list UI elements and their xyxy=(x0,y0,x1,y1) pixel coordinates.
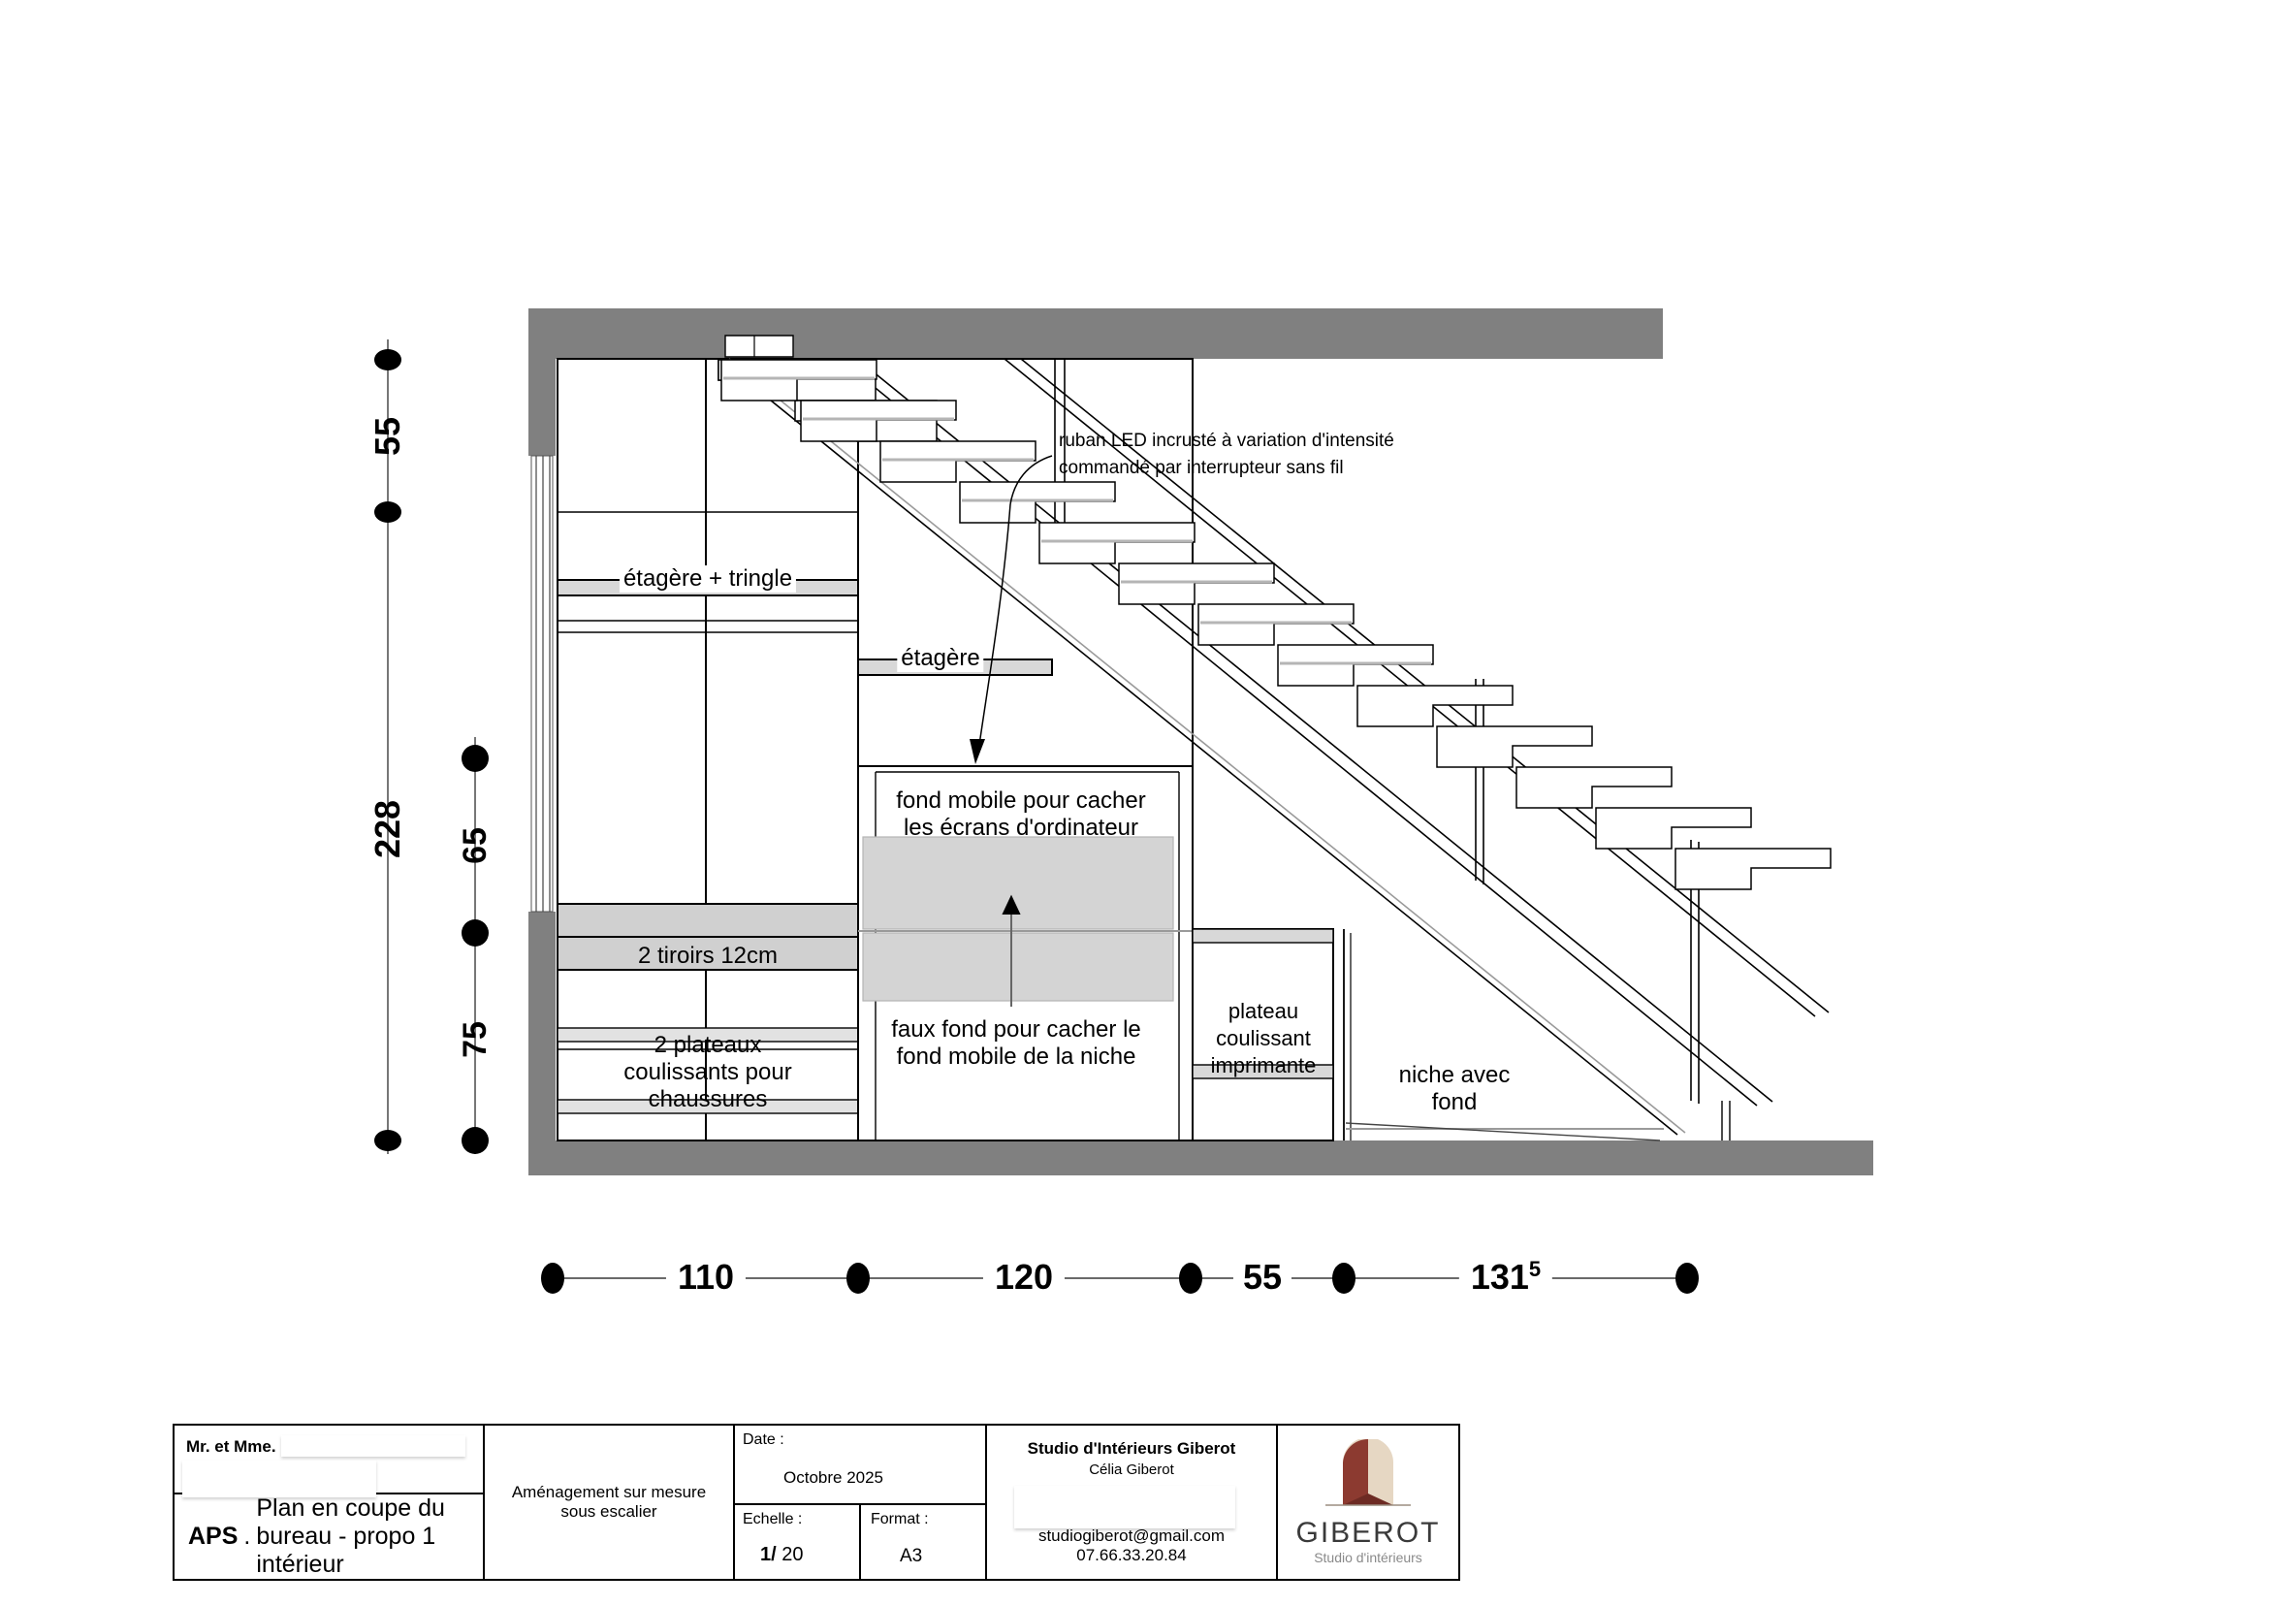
dimension-label-110: 110 xyxy=(665,1257,747,1299)
dimension-label-120: 120 xyxy=(982,1257,1066,1299)
dimension-vertical-inner xyxy=(462,737,489,1154)
format-value: A3 xyxy=(900,1546,923,1566)
annotation-niche-line2: fond xyxy=(1431,1089,1478,1115)
format-cell: Format : A3 xyxy=(861,1505,985,1579)
date-row: Date : Octobre 2025 xyxy=(735,1426,985,1505)
dimension-131-whole: 131 xyxy=(1470,1257,1529,1297)
scale-value-denominator: 20 xyxy=(776,1544,804,1565)
annotation-led-line1: ruban LED incrusté à variation d'intensi… xyxy=(1059,431,1394,451)
right-niche xyxy=(1343,929,1664,1141)
printer-column xyxy=(1192,928,1334,1141)
title-block-client-cell: Mr. et Mme. APS . Plan en coupe du burea… xyxy=(175,1426,485,1579)
format-label: Format : xyxy=(871,1511,929,1527)
phase-code: APS xyxy=(188,1523,239,1550)
dimension-131-fraction: 5 xyxy=(1528,1257,1542,1281)
studio-phone: 07.66.33.20.84 xyxy=(1076,1546,1187,1564)
annotation-printer-tray-line2: coulissant xyxy=(1216,1026,1311,1050)
scale-value: 1/ 20 xyxy=(760,1544,804,1566)
client-row: Mr. et Mme. xyxy=(175,1426,483,1497)
annotation-false-back-line2: fond mobile de la niche xyxy=(896,1044,1136,1070)
annotation-shelf: étagère xyxy=(897,645,984,673)
client-address-redaction xyxy=(182,1461,376,1497)
scale-cell: Echelle : 1/ 20 xyxy=(735,1505,861,1579)
logo-wordmark: GIBEROT xyxy=(1295,1517,1441,1549)
project-line1: Aménagement sur mesure xyxy=(511,1483,707,1501)
phase-separator: . xyxy=(243,1523,251,1550)
giberot-arch-icon xyxy=(1325,1439,1411,1506)
logo-tagline: Studio d'intérieurs xyxy=(1314,1550,1422,1565)
dimension-vertical-outer xyxy=(374,339,401,1154)
client-name-redaction xyxy=(281,1435,465,1457)
ceiling-slab xyxy=(528,308,1663,359)
studio-name: Studio d'Intérieurs Giberot xyxy=(1027,1439,1236,1458)
annotation-printer-tray-line3: imprimante xyxy=(1210,1053,1317,1077)
title-block: Mr. et Mme. APS . Plan en coupe du burea… xyxy=(173,1424,1460,1581)
annotation-shoe-trays-line2: coulissants pour xyxy=(623,1059,792,1085)
annotation-niche-line1: niche avec xyxy=(1398,1062,1511,1088)
title-block-meta-cell: Date : Octobre 2025 Echelle : 1/ 20 Form… xyxy=(735,1426,987,1579)
phase-row: APS . Plan en coupe du bureau - propo 1 … xyxy=(175,1494,483,1579)
drawing-title: Plan en coupe du bureau - propo 1 intéri… xyxy=(256,1494,445,1578)
annotation-movable-back-line2: les écrans d'ordinateur xyxy=(903,815,1139,841)
dimension-label-55-vertical: 55 xyxy=(367,416,407,457)
annotation-led-line2: commandé par interrupteur sans fil xyxy=(1059,458,1344,478)
date-label: Date : xyxy=(743,1431,784,1448)
date-value: Octobre 2025 xyxy=(783,1468,884,1487)
title-block-logo-cell: GIBEROT Studio d'intérieurs xyxy=(1278,1426,1458,1579)
studio-person: Célia Giberot xyxy=(1089,1461,1174,1478)
dimension-label-131-5: 1315 xyxy=(1458,1257,1553,1299)
left-wall xyxy=(528,308,556,1152)
scale-value-numerator: 1/ xyxy=(760,1544,777,1565)
annotation-printer-tray-line1: plateau xyxy=(1228,999,1299,1023)
floor-slab xyxy=(528,1140,1873,1175)
title-block-contact-cell: Studio d'Intérieurs Giberot Célia Gibero… xyxy=(987,1426,1278,1579)
studio-email: studiogiberot@gmail.com xyxy=(1037,1526,1226,1545)
dimension-label-65: 65 xyxy=(456,827,494,864)
dimension-label-75: 75 xyxy=(456,1021,494,1058)
dimension-label-55-horizontal: 55 xyxy=(1232,1257,1292,1299)
annotation-shoe-trays-line3: chaussures xyxy=(648,1086,768,1112)
annotation-shoe-trays-line1: 2 plateaux xyxy=(654,1032,762,1058)
annotation-shelf-rail: étagère + tringle xyxy=(619,565,797,594)
scale-label: Echelle : xyxy=(743,1511,803,1527)
led-leader xyxy=(970,455,1053,764)
staircase xyxy=(718,335,1832,1140)
project-line2: sous escalier xyxy=(560,1502,657,1521)
annotation-drawers: 2 tiroirs 12cm xyxy=(637,943,779,969)
title-block-project-cell: Aménagement sur mesure sous escalier xyxy=(485,1426,735,1579)
client-label: Mr. et Mme. xyxy=(186,1437,276,1456)
dimension-label-228: 228 xyxy=(367,799,407,859)
studio-address-redaction xyxy=(1014,1486,1235,1528)
annotation-movable-back-line1: fond mobile pour cacher xyxy=(896,787,1146,814)
wardrobe-left xyxy=(557,358,859,1141)
annotation-false-back-line1: faux fond pour cacher le xyxy=(891,1016,1141,1043)
